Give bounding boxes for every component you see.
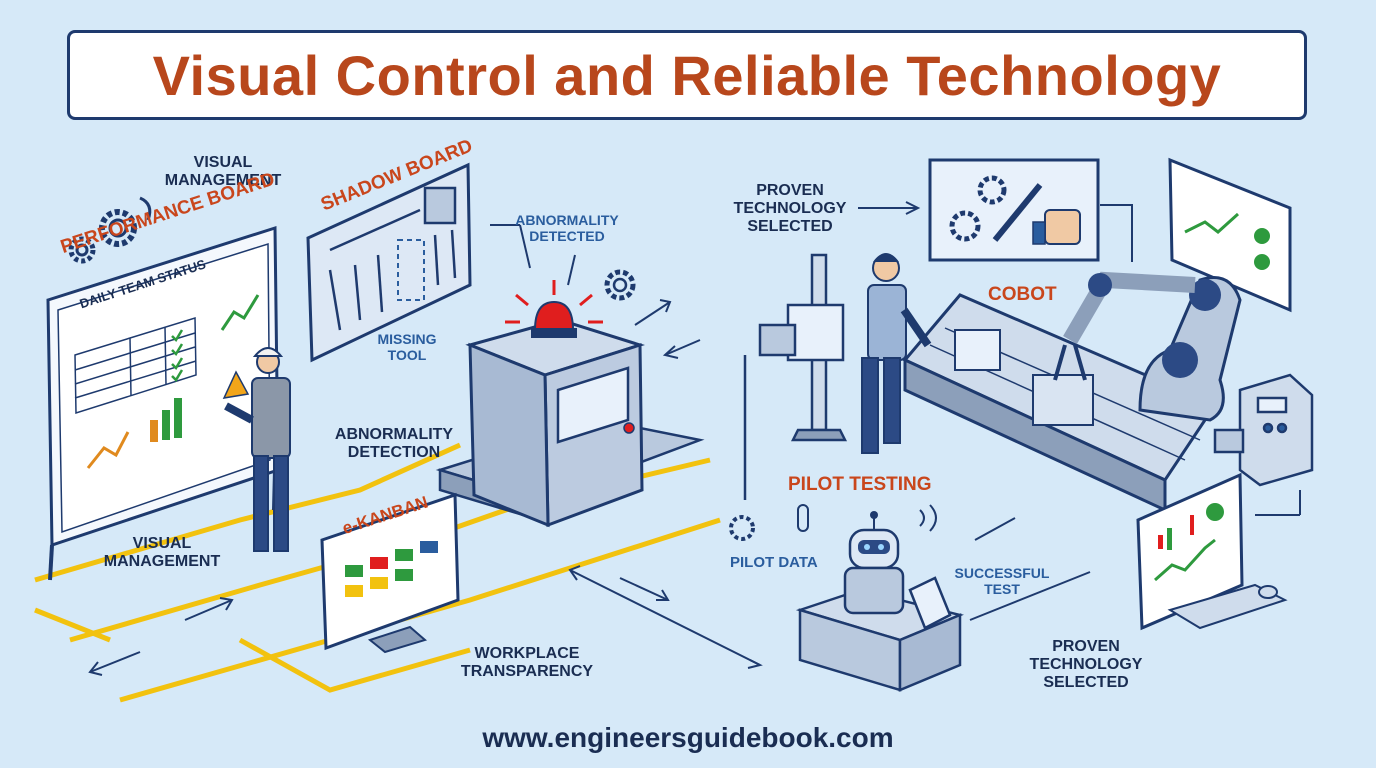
label-line: SELECTED: [747, 217, 833, 235]
workplace-transparency-label: WORKPLACE TRANSPARENCY: [452, 645, 602, 681]
label-line: TEST: [984, 580, 1020, 597]
label-line: MANAGEMENT: [164, 171, 282, 189]
pilot-robot: [729, 504, 1091, 692]
successful-test-label: SUCCESSFUL TEST: [952, 565, 1052, 597]
label-line: TECHNOLOGY: [1029, 655, 1143, 673]
workstation-monitor: [1136, 472, 1301, 631]
visual-management-label-top: VISUAL MANAGEMENT: [158, 154, 288, 190]
status-monitor-top: [1168, 157, 1292, 331]
label-line: VISUAL: [132, 535, 192, 552]
proven-technology-label-bottom: PROVEN TECHNOLOGY SELECTED: [1020, 638, 1152, 692]
shadow-board: [306, 162, 472, 363]
abnormality-detection-label: ABNORMALITY DETECTION: [326, 426, 462, 462]
pilot-testing-label: PILOT TESTING: [788, 474, 932, 495]
label-line: PROVEN: [1052, 638, 1120, 655]
performance-board: [46, 225, 280, 581]
label-line: ABNORMALITY: [515, 212, 619, 228]
ekanban-monitor: [320, 492, 460, 654]
missing-tool-label: MISSING TOOL: [372, 331, 442, 363]
label-line: TOOL: [387, 346, 427, 363]
label-line: WORKPLACE: [474, 645, 580, 662]
operator-figure: [861, 253, 932, 454]
page-title: Visual Control and Reliable Technology: [152, 43, 1222, 107]
website-url: www.engineersguidebook.com: [482, 722, 894, 753]
label-line: SUCCESSFUL: [954, 565, 1050, 581]
label-line: SELECTED: [1043, 673, 1129, 691]
abnormality-detected-label: ABNORMALITY DETECTED: [512, 212, 622, 244]
label-line: VISUAL: [193, 154, 253, 171]
inspection-machine: [435, 269, 705, 528]
gears-icon: [68, 196, 152, 264]
label-line: TRANSPARENCY: [460, 662, 594, 680]
label-line: DETECTED: [529, 227, 605, 244]
label-line: DETECTION: [347, 443, 441, 461]
label-line: MANAGEMENT: [103, 552, 221, 570]
visual-management-label-bottom: VISUAL MANAGEMENT: [92, 535, 232, 571]
pilot-data-label: PILOT DATA: [730, 554, 818, 571]
label-line: MISSING: [377, 331, 437, 347]
proven-technology-panel: [858, 158, 1133, 262]
control-cabinet: [1213, 373, 1314, 487]
label-line: TECHNOLOGY: [733, 199, 847, 217]
cobot-label: COBOT: [988, 284, 1057, 305]
label-line: PROVEN: [756, 182, 824, 199]
worker-figure: [224, 347, 291, 552]
sensor-pole: [743, 253, 848, 500]
label-line: ABNORMALITY: [334, 426, 454, 443]
cobot-conveyor: [902, 271, 1242, 513]
title-banner: Visual Control and Reliable Technology: [67, 30, 1307, 120]
proven-technology-label-top: PROVEN TECHNOLOGY SELECTED: [725, 182, 855, 236]
flow-arrows-left: [88, 224, 763, 676]
